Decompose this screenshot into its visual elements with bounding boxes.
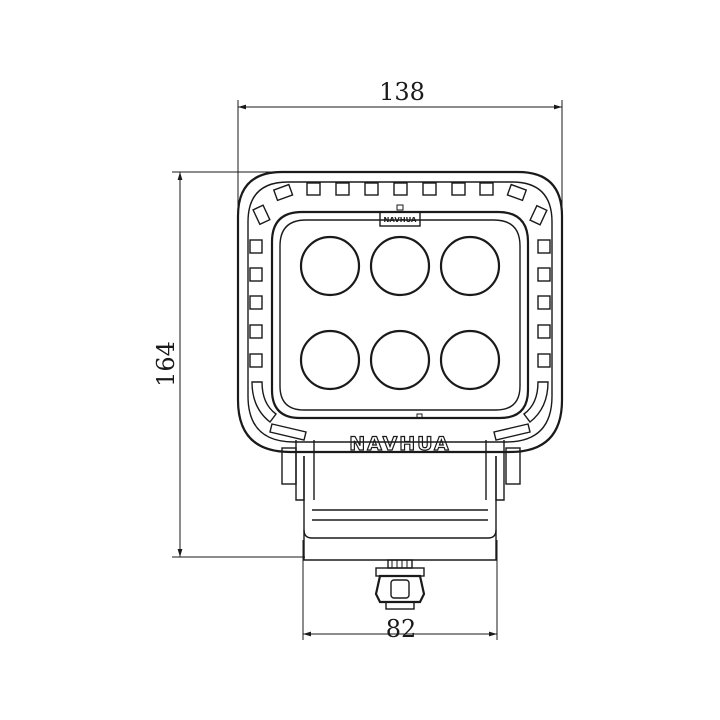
width-dimension: 138 <box>237 78 563 330</box>
width-dimension-label: 138 <box>379 78 425 106</box>
led-2 <box>369 235 431 297</box>
small-logo-text: NAVHUA <box>384 216 418 224</box>
led-5 <box>369 329 431 391</box>
led-1 <box>299 235 361 297</box>
mounting-bolt <box>374 559 426 610</box>
brand-logo-text: NAVHUA <box>349 433 450 455</box>
daytime-running-light-segments <box>249 182 551 441</box>
small-logo-plate: NAVHUA <box>379 204 421 227</box>
led-4 <box>299 329 361 391</box>
bottom-marker <box>416 413 423 419</box>
led-6 <box>439 329 501 391</box>
lamp-housing <box>236 170 564 454</box>
led-array <box>299 235 501 391</box>
mounting-bracket <box>281 440 521 561</box>
base-width-dimension-label: 82 <box>386 615 417 643</box>
height-dimension: 164 <box>152 171 420 558</box>
base-width-dimension: 82 <box>302 540 498 643</box>
height-dimension-label: 164 <box>152 341 180 387</box>
led-3 <box>439 235 501 297</box>
